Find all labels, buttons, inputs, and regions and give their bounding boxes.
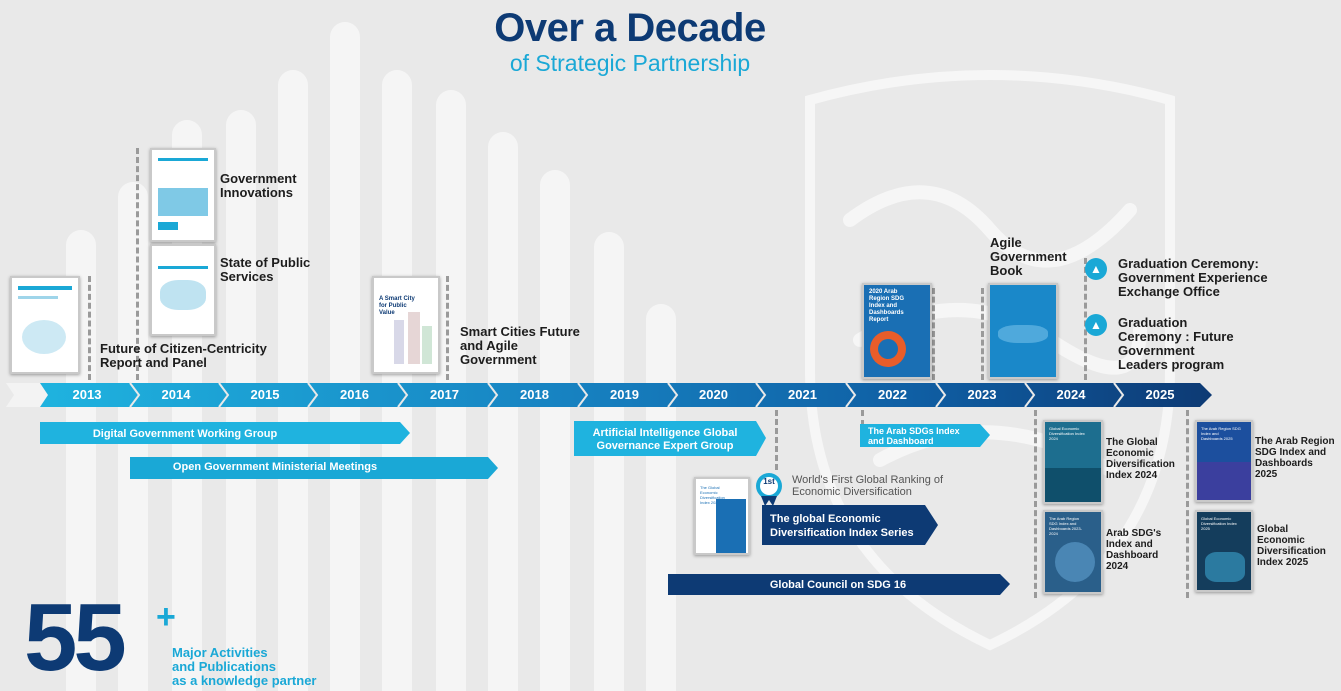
- connector-2022: [932, 288, 935, 380]
- stat-line-3: as a knowledge partner: [172, 673, 317, 688]
- year-2024: 2024: [1056, 387, 1086, 402]
- connector-2021-down: [775, 410, 778, 470]
- year-2021: 2021: [788, 387, 817, 402]
- stat-plus: +: [156, 598, 176, 636]
- year-2014: 2014: [161, 387, 191, 402]
- graduation-cap-icon: ▲: [1085, 314, 1107, 336]
- book-cover-economic-diversification: The Global Economic Diversification Inde…: [694, 477, 750, 555]
- connector-2014: [136, 148, 139, 380]
- label-graduation-1: Graduation Ceremony: Government Experien…: [1118, 256, 1268, 299]
- connector-2017: [446, 276, 449, 380]
- page-title: Over a Decade: [494, 6, 766, 50]
- arrow-open-gov: Open Government Ministerial Meetings: [172, 461, 378, 473]
- year-2013: 2013: [72, 387, 102, 402]
- year-2020: 2020: [699, 387, 728, 402]
- year-2023: 2023: [967, 387, 997, 402]
- arrow-ai-global: Artificial Intelligence Global Governanc…: [592, 427, 738, 452]
- book-cover-global-econ-2025: Global Economic Diversification Index 20…: [1195, 510, 1253, 592]
- badge-rank: 1st: [763, 477, 775, 486]
- label-future-citizen: Future of Citizen-Centricity Report and …: [100, 341, 267, 370]
- badge-text: World's First Global Ranking of Economic…: [792, 474, 944, 498]
- graduation-cap-icon: ▲: [1085, 258, 1107, 280]
- year-2016: 2016: [340, 387, 369, 402]
- stat-line-1: Major Activities: [172, 645, 268, 660]
- page-subtitle: of Strategic Partnership: [509, 50, 751, 76]
- award-badge-icon: [756, 473, 782, 506]
- timeline-bar: [6, 382, 1212, 408]
- book-cover-agile-government: [988, 283, 1058, 379]
- global-econ-2025-title: Global Economic Diversification Index 20…: [1201, 516, 1237, 531]
- book-cover-citizen-centricity: [10, 276, 80, 374]
- year-2019: 2019: [610, 387, 639, 402]
- arrow-digital-gov: Digital Government Working Group: [92, 428, 278, 440]
- arab-sdg-2025-title: The Arab Region SDG Index and Dashboards…: [1201, 426, 1241, 441]
- label-global-econ-2025: Global Economic Diversification Index 20…: [1257, 524, 1326, 568]
- label-government-innovations: Government Innovations: [220, 171, 297, 200]
- year-2025: 2025: [1145, 387, 1175, 402]
- connector-2013: [88, 276, 91, 380]
- label-graduation-2: Graduation Ceremony : Future Government …: [1118, 315, 1234, 372]
- book-cover-arab-sdg-2025: The Arab Region SDG Index and Dashboards…: [1195, 420, 1253, 502]
- arrow-sdg16: Global Council on SDG 16: [769, 579, 907, 591]
- book-cover-smart-city: A Smart City for Public Value: [372, 276, 440, 374]
- smart-city-title: A Smart City for Public Value: [379, 296, 415, 316]
- stat-line-2: and Publications: [172, 659, 277, 674]
- label-agile-book: Agile Government Book: [990, 235, 1067, 278]
- global-econ-2024-title: Global Economic Diversification Index 20…: [1049, 426, 1085, 441]
- book-cover-state-public-services: [150, 244, 216, 336]
- econ-series-title: The Global Economic Diversification Inde…: [700, 485, 725, 505]
- connector-2023: [981, 288, 984, 380]
- connector-2024-down: [1034, 410, 1037, 598]
- book-cover-arab-sdg-2024: The Arab Region SDG Index and Dashboards…: [1043, 510, 1103, 594]
- year-2018: 2018: [520, 387, 549, 402]
- label-global-econ-2024: The Global Economic Diversification Inde…: [1106, 437, 1175, 481]
- connector-2025-down: [1186, 410, 1189, 598]
- arab-region-title: 2020 Arab Region SDG Index and Dashboard…: [869, 289, 905, 323]
- year-2022: 2022: [878, 387, 907, 402]
- arab-sdg-2024-title: The Arab Region SDG Index and Dashboards…: [1049, 516, 1082, 536]
- year-2017: 2017: [430, 387, 459, 402]
- year-2015: 2015: [250, 387, 280, 402]
- stat-number: 55: [24, 584, 127, 691]
- arrow-econ-series: The global Economic Diversification Inde…: [770, 513, 914, 539]
- arrow-bands: [40, 421, 1010, 595]
- book-cover-government-innovations: [150, 148, 216, 242]
- book-cover-global-econ-2024: Global Economic Diversification Index 20…: [1043, 420, 1103, 504]
- label-smart-cities: Smart Cities Future and Agile Government: [460, 324, 580, 367]
- label-state-public-services: State of Public Services: [220, 255, 311, 284]
- arrow-arab-sdg-index: The Arab SDGs Index and Dashboard: [868, 426, 960, 446]
- label-arab-sdg-2024: Arab SDG's Index and Dashboard 2024: [1106, 528, 1162, 572]
- book-cover-arab-region-sdg-2020: 2020 Arab Region SDG Index and Dashboard…: [862, 283, 932, 379]
- label-arab-sdg-2025: The Arab Region SDG Index and Dashboards…: [1255, 436, 1335, 480]
